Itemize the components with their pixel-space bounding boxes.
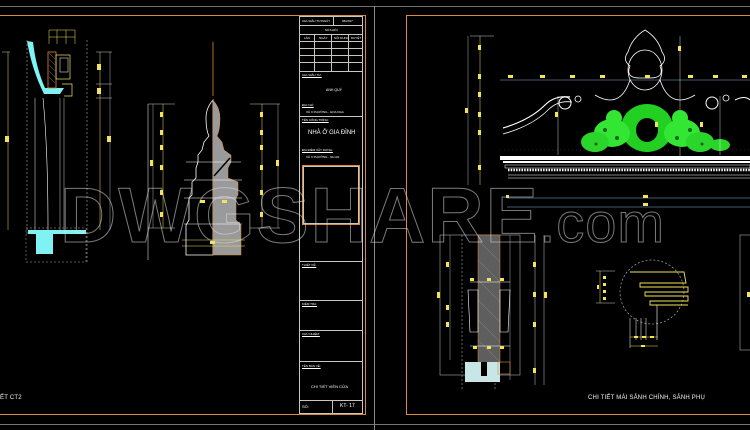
tb-divider [333, 17, 334, 25]
pediment-ornament-elevation [465, 29, 750, 208]
tb-row [300, 71, 362, 72]
tb-drawing-title-label: TÊN BẢN VẼ: [302, 364, 321, 368]
title-block: CHỦ ĐẦU TƯ/NGÀY 05/2017 SỬA ĐỔI LẦN NGÀY… [299, 16, 363, 414]
viewport-frame-bottom [0, 424, 750, 425]
tb-address-value: XÃ X PHƯỜNG - HOA NGA [306, 110, 344, 114]
tb-owner-label: CHỦ ĐẦU TƯ: [302, 73, 322, 77]
viewport-frame-top [0, 6, 750, 7]
tb-drawing-title: CHI TIẾT VIỀN CỬA [311, 384, 349, 389]
tb-row [300, 300, 362, 301]
right-sheet-border [406, 15, 750, 415]
tb-rev-col-2: NGÀY [319, 36, 328, 40]
tb-address-label: ĐỊA CHỈ: [302, 103, 314, 107]
tb-location-label: ĐỊA ĐIỂM XÂY DỰNG: [302, 148, 333, 152]
tb-approver-label: CHỦ NHIỆM: [302, 332, 320, 336]
tb-date-value: 05/2017 [342, 19, 353, 23]
finial-elevation-section [148, 42, 280, 256]
tb-sheet-label: SỐ: [302, 404, 309, 409]
tb-owner-date-label: CHỦ ĐẦU TƯ/NGÀY [302, 19, 331, 23]
viewport-divider [374, 6, 375, 430]
tb-row [300, 330, 362, 331]
tb-divider [331, 34, 332, 71]
tb-rev-col-1: LẦN [304, 36, 310, 40]
tb-revision-header: SỬA ĐỔI [325, 28, 338, 32]
left-sheet-border [0, 15, 366, 415]
tb-row [300, 400, 362, 401]
tb-row [300, 116, 362, 117]
tb-logo-box [302, 165, 360, 225]
tb-sheet-number: KT- 17 [340, 403, 355, 409]
tb-row [300, 25, 362, 26]
tb-row [300, 361, 362, 362]
tb-divider [348, 34, 349, 71]
tb-project-label: TÊN CÔNG TRÌNH: [302, 118, 329, 122]
tb-divider [314, 34, 315, 71]
tb-rev-col-4: DUYỆT [351, 36, 362, 40]
tb-designer-label: THIẾT KẾ: [302, 263, 317, 267]
tb-location-value: XÃ X PHƯỜNG - NH AN [306, 155, 340, 159]
tb-project-name: NHÀ Ở GIA ĐÌNH [308, 130, 356, 136]
tb-owner-name: ANH QUÝ [326, 88, 342, 92]
tb-divider [332, 400, 333, 414]
molding-profile-detail [596, 234, 750, 351]
right-sheet-caption: CHI TIẾT MÁI SẢNH CHÍNH, SẢNH PHỤ [588, 395, 706, 401]
cornice-section-detail [2, 29, 149, 263]
tb-rev-col-3: NỘI DUNG [334, 36, 349, 40]
column-section-detail [437, 234, 547, 390]
left-sheet-caption: ẾT CT2 [0, 395, 22, 401]
tb-checker-label: KIỂM TRA: [302, 302, 317, 306]
tb-row [300, 261, 362, 262]
